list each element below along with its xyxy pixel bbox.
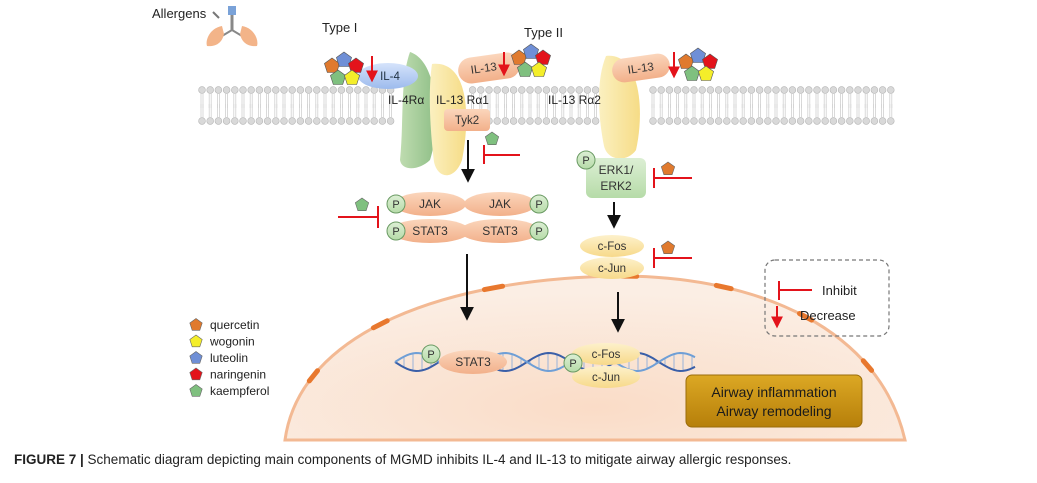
luteolin-icon <box>190 352 202 364</box>
wogonin-icon <box>190 335 202 347</box>
p-label: P <box>582 155 589 167</box>
type1-il4-compound-cluster <box>324 52 363 85</box>
p-label: P <box>427 349 434 361</box>
p-label: P <box>535 199 542 211</box>
il13-ligand-type2: IL-13 <box>611 52 672 84</box>
phospho-cfos-nuclear: P <box>564 354 582 372</box>
tyk2-node: Tyk2 <box>444 109 490 131</box>
nuclear-pore <box>484 286 502 289</box>
phospho-stat3-left: P <box>387 222 405 240</box>
jak-label-right: JAK <box>489 197 511 211</box>
legend-naringenin: naringenin <box>210 368 266 382</box>
phospho-erk: P <box>577 151 595 169</box>
legend-decrease-label: Decrease <box>800 308 856 323</box>
legend-kaempferol: kaempferol <box>210 384 269 398</box>
phospho-jak-right: P <box>530 195 548 213</box>
il4ra-label: IL-4Rα <box>388 93 424 107</box>
inhibit-cfos <box>654 241 692 268</box>
type1-label: Type I <box>322 20 357 35</box>
legend-wogonin: wogonin <box>209 335 255 349</box>
stat3-nuclear-label: STAT3 <box>455 355 491 369</box>
phospho-stat3-nuclear: P <box>422 345 440 363</box>
outcome-box: Airway inflammation Airway remodeling <box>686 375 862 427</box>
type2-il13-compound-cluster <box>678 48 717 81</box>
inhibit-symbol-icon <box>779 281 812 300</box>
outcome-line2: Airway remodeling <box>716 403 831 419</box>
kaempferol-icon <box>485 132 498 145</box>
legend-quercetin: quercetin <box>210 318 259 332</box>
nuclear-pore <box>716 285 731 288</box>
phospho-stat3-right: P <box>530 222 548 240</box>
cell-membrane <box>199 87 895 125</box>
il4-ligand: IL-4 <box>358 63 418 89</box>
tyk2-label: Tyk2 <box>455 115 479 127</box>
inhibit-jak-stat3 <box>338 198 378 228</box>
erk-label-line2: ERK2 <box>600 179 632 193</box>
inhibit-receptor <box>484 132 520 164</box>
stat3-nuclear: STAT3 <box>439 350 507 374</box>
figure-caption: FIGURE 7 | Schematic diagram depicting m… <box>14 452 1024 467</box>
cjun-label: c-Jun <box>598 263 626 275</box>
quercetin-icon <box>190 319 202 331</box>
cfos-cjun-cytoplasm: c-Fos c-Jun <box>580 235 644 279</box>
stat3-label-left: STAT3 <box>412 224 448 238</box>
p-label: P <box>392 199 399 211</box>
legend-luteolin: luteolin <box>210 351 248 365</box>
kaempferol-icon <box>190 385 202 397</box>
cjun-nuclear-label: c-Jun <box>592 372 620 384</box>
naringenin-icon <box>190 368 202 380</box>
phospho-jak-left: P <box>387 195 405 213</box>
caption-label: FIGURE 7 | <box>14 452 84 467</box>
outcome-line1: Airway inflammation <box>711 384 836 400</box>
erk-node: ERK1/ ERK2 <box>586 158 646 198</box>
stat3-label-right: STAT3 <box>482 224 518 238</box>
jak-label-left: JAK <box>419 197 441 211</box>
quercetin-icon <box>661 241 674 254</box>
cfos-label: c-Fos <box>598 241 627 253</box>
p-label: P <box>569 358 576 370</box>
il4-label: IL-4 <box>380 71 400 83</box>
legend-inhibit-label: Inhibit <box>822 283 857 298</box>
p-label: P <box>535 226 542 238</box>
lungs-icon <box>207 6 258 46</box>
inhibit-erk <box>654 162 692 188</box>
p-label: P <box>392 226 399 238</box>
cfos-nuclear-label: c-Fos <box>592 349 621 361</box>
jak-stat3-complex: JAK JAK STAT3 STAT3 <box>390 192 540 243</box>
type2-label: Type II <box>524 25 563 40</box>
erk-label-line1: ERK1/ <box>599 163 634 177</box>
caption-text: Schematic diagram depicting main compone… <box>84 452 792 467</box>
quercetin-icon <box>661 162 674 175</box>
il13ra1-label: IL-13 Rα1 <box>436 93 489 107</box>
il13ra2-label: IL-13 Rα2 <box>548 93 601 107</box>
allergens-label: Allergens <box>152 6 207 21</box>
kaempferol-icon <box>355 198 368 211</box>
compound-legend: quercetin wogonin luteolin naringenin kaempf… <box>190 318 270 398</box>
